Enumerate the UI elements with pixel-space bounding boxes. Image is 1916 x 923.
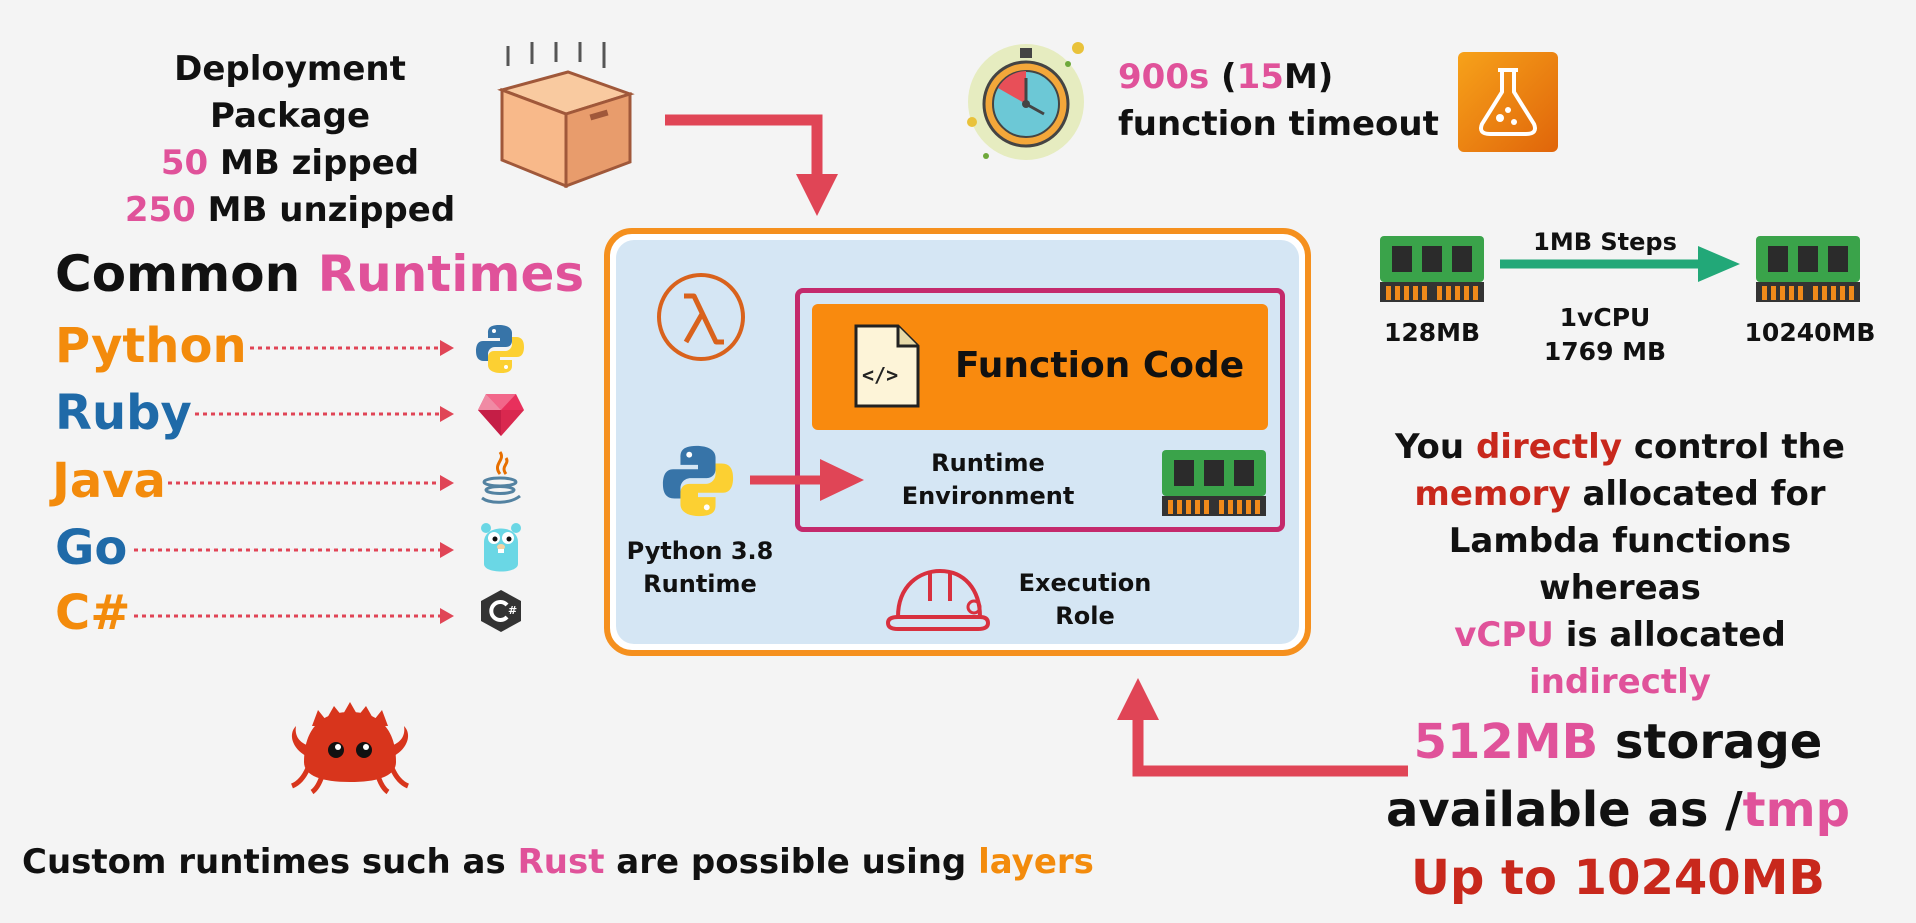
execution-role-label: Execution Role [1000,567,1170,633]
timeout-minutes-unit: M) [1283,57,1334,97]
python-icon [476,325,524,373]
csharp-icon: # [481,590,521,632]
memory-chip-icon [1162,450,1266,516]
svg-text:#: # [508,604,517,617]
runtime-go-label: Go [55,520,128,576]
go-gopher-icon [481,523,521,572]
storage-word: storage [1598,714,1823,770]
timeout-minutes: 15 [1236,57,1284,97]
custom-runtimes-text: Custom runtimes such as Rust are possibl… [22,842,1094,882]
mem-desc-memory: memory [1414,474,1571,514]
zipped-label: MB zipped [208,143,420,183]
custom-text-possible: are possible using [604,842,979,882]
memory-description: You directly control the memory allocate… [1370,424,1870,706]
deployment-package-title: Deployment Package [174,49,406,136]
execution-role-label-1: Execution [1018,569,1152,597]
memory-steps-label: 1MB Steps [1533,228,1677,256]
deployment-package-text: Deployment Package 50 MB zipped 250 MB u… [100,46,480,234]
java-icon [481,451,521,504]
unzipped-label: MB unzipped [195,190,456,230]
runtime-java-label: Java [52,453,166,509]
svg-text:</>: </> [862,363,898,387]
runtimes-title-runtimes: Runtimes [317,245,585,303]
deployment-zipped: 50 MB zipped [100,140,480,187]
runtime-env-label-2: Environment [901,482,1075,510]
timeout-open-paren: ( [1209,57,1237,97]
hard-hat-icon [885,568,991,631]
timeout-value: 900s (15M) [1118,54,1439,101]
common-runtimes-title: Common Runtimes [55,245,584,303]
python-runtime-label-1: Python 3.8 [626,537,774,565]
storage-up-to: Up to 10240MB [1410,850,1826,906]
mem-desc-you: You [1395,427,1476,467]
runtime-env-label-1: Runtime [931,449,1045,477]
storage-available: available as / [1386,782,1743,838]
code-file-icon: </> [854,324,920,408]
tmp-storage-text: 512MB storage available as /tmp Up to 10… [1368,708,1868,912]
function-timeout-text: 900s (15M) function timeout [1118,54,1439,148]
storage-tmp: tmp [1742,782,1850,838]
vcpu-label-2: 1769 MB [1543,337,1667,366]
runtime-ruby-label: Ruby [55,385,192,441]
mem-desc-control: control the [1622,427,1845,467]
package-to-lambda-arrow [665,114,838,216]
mem-desc-lambda: Lambda functions whereas [1448,521,1792,608]
vcpu-label: 1vCPU 1769 MB [1535,301,1675,369]
runtimes-title-common: Common [55,245,318,303]
mem-desc-is-allocated: is allocated [1553,615,1786,655]
runtime-environment-label: Runtime Environment [888,447,1088,513]
runtime-environment-box [795,288,1285,532]
stopwatch-icon [967,42,1084,160]
runtime-dotted-arrows [134,340,454,624]
timeout-label: function timeout [1118,104,1439,144]
memory-min-label: 128MB [1383,318,1481,347]
python-runtime-label: Python 3.8 Runtime [615,535,785,601]
lambda-icon [657,273,745,361]
python-runtime-label-2: Runtime [643,570,757,598]
python-runtime-icon [662,445,734,517]
memory-max-chip-icon [1756,236,1860,302]
zipped-value: 50 [160,143,209,183]
runtime-python-label: Python [55,318,247,374]
mem-desc-indirectly: indirectly [1529,662,1711,702]
function-code-label: Function Code [955,345,1245,386]
unzipped-value: 250 [124,190,196,230]
custom-text-intro: Custom runtimes such as [22,842,518,882]
execution-role-label-2: Role [1055,602,1115,630]
rust-crab-icon [290,702,410,795]
runtime-to-env-arrow [750,459,864,501]
memory-steps-arrow [1500,246,1740,282]
package-box-icon [497,42,635,188]
ruby-icon [478,394,524,436]
storage-size: 512MB [1413,714,1599,770]
flask-icon [1458,52,1558,152]
mem-desc-directly: directly [1475,427,1622,467]
mem-desc-allocated: allocated for [1570,474,1826,514]
custom-text-rust: Rust [517,842,605,882]
memory-max-label: 10240MB [1744,318,1876,347]
mem-desc-vcpu: vCPU [1454,615,1554,655]
deployment-unzipped: 250 MB unzipped [100,187,480,234]
storage-to-lambda-arrow [1117,678,1408,777]
vcpu-label-1: 1vCPU [1559,303,1651,332]
runtime-csharp-label: C# [55,585,131,641]
custom-text-layers: layers [978,842,1094,882]
memory-min-chip-icon [1380,236,1484,302]
timeout-seconds: 900s [1118,57,1210,97]
